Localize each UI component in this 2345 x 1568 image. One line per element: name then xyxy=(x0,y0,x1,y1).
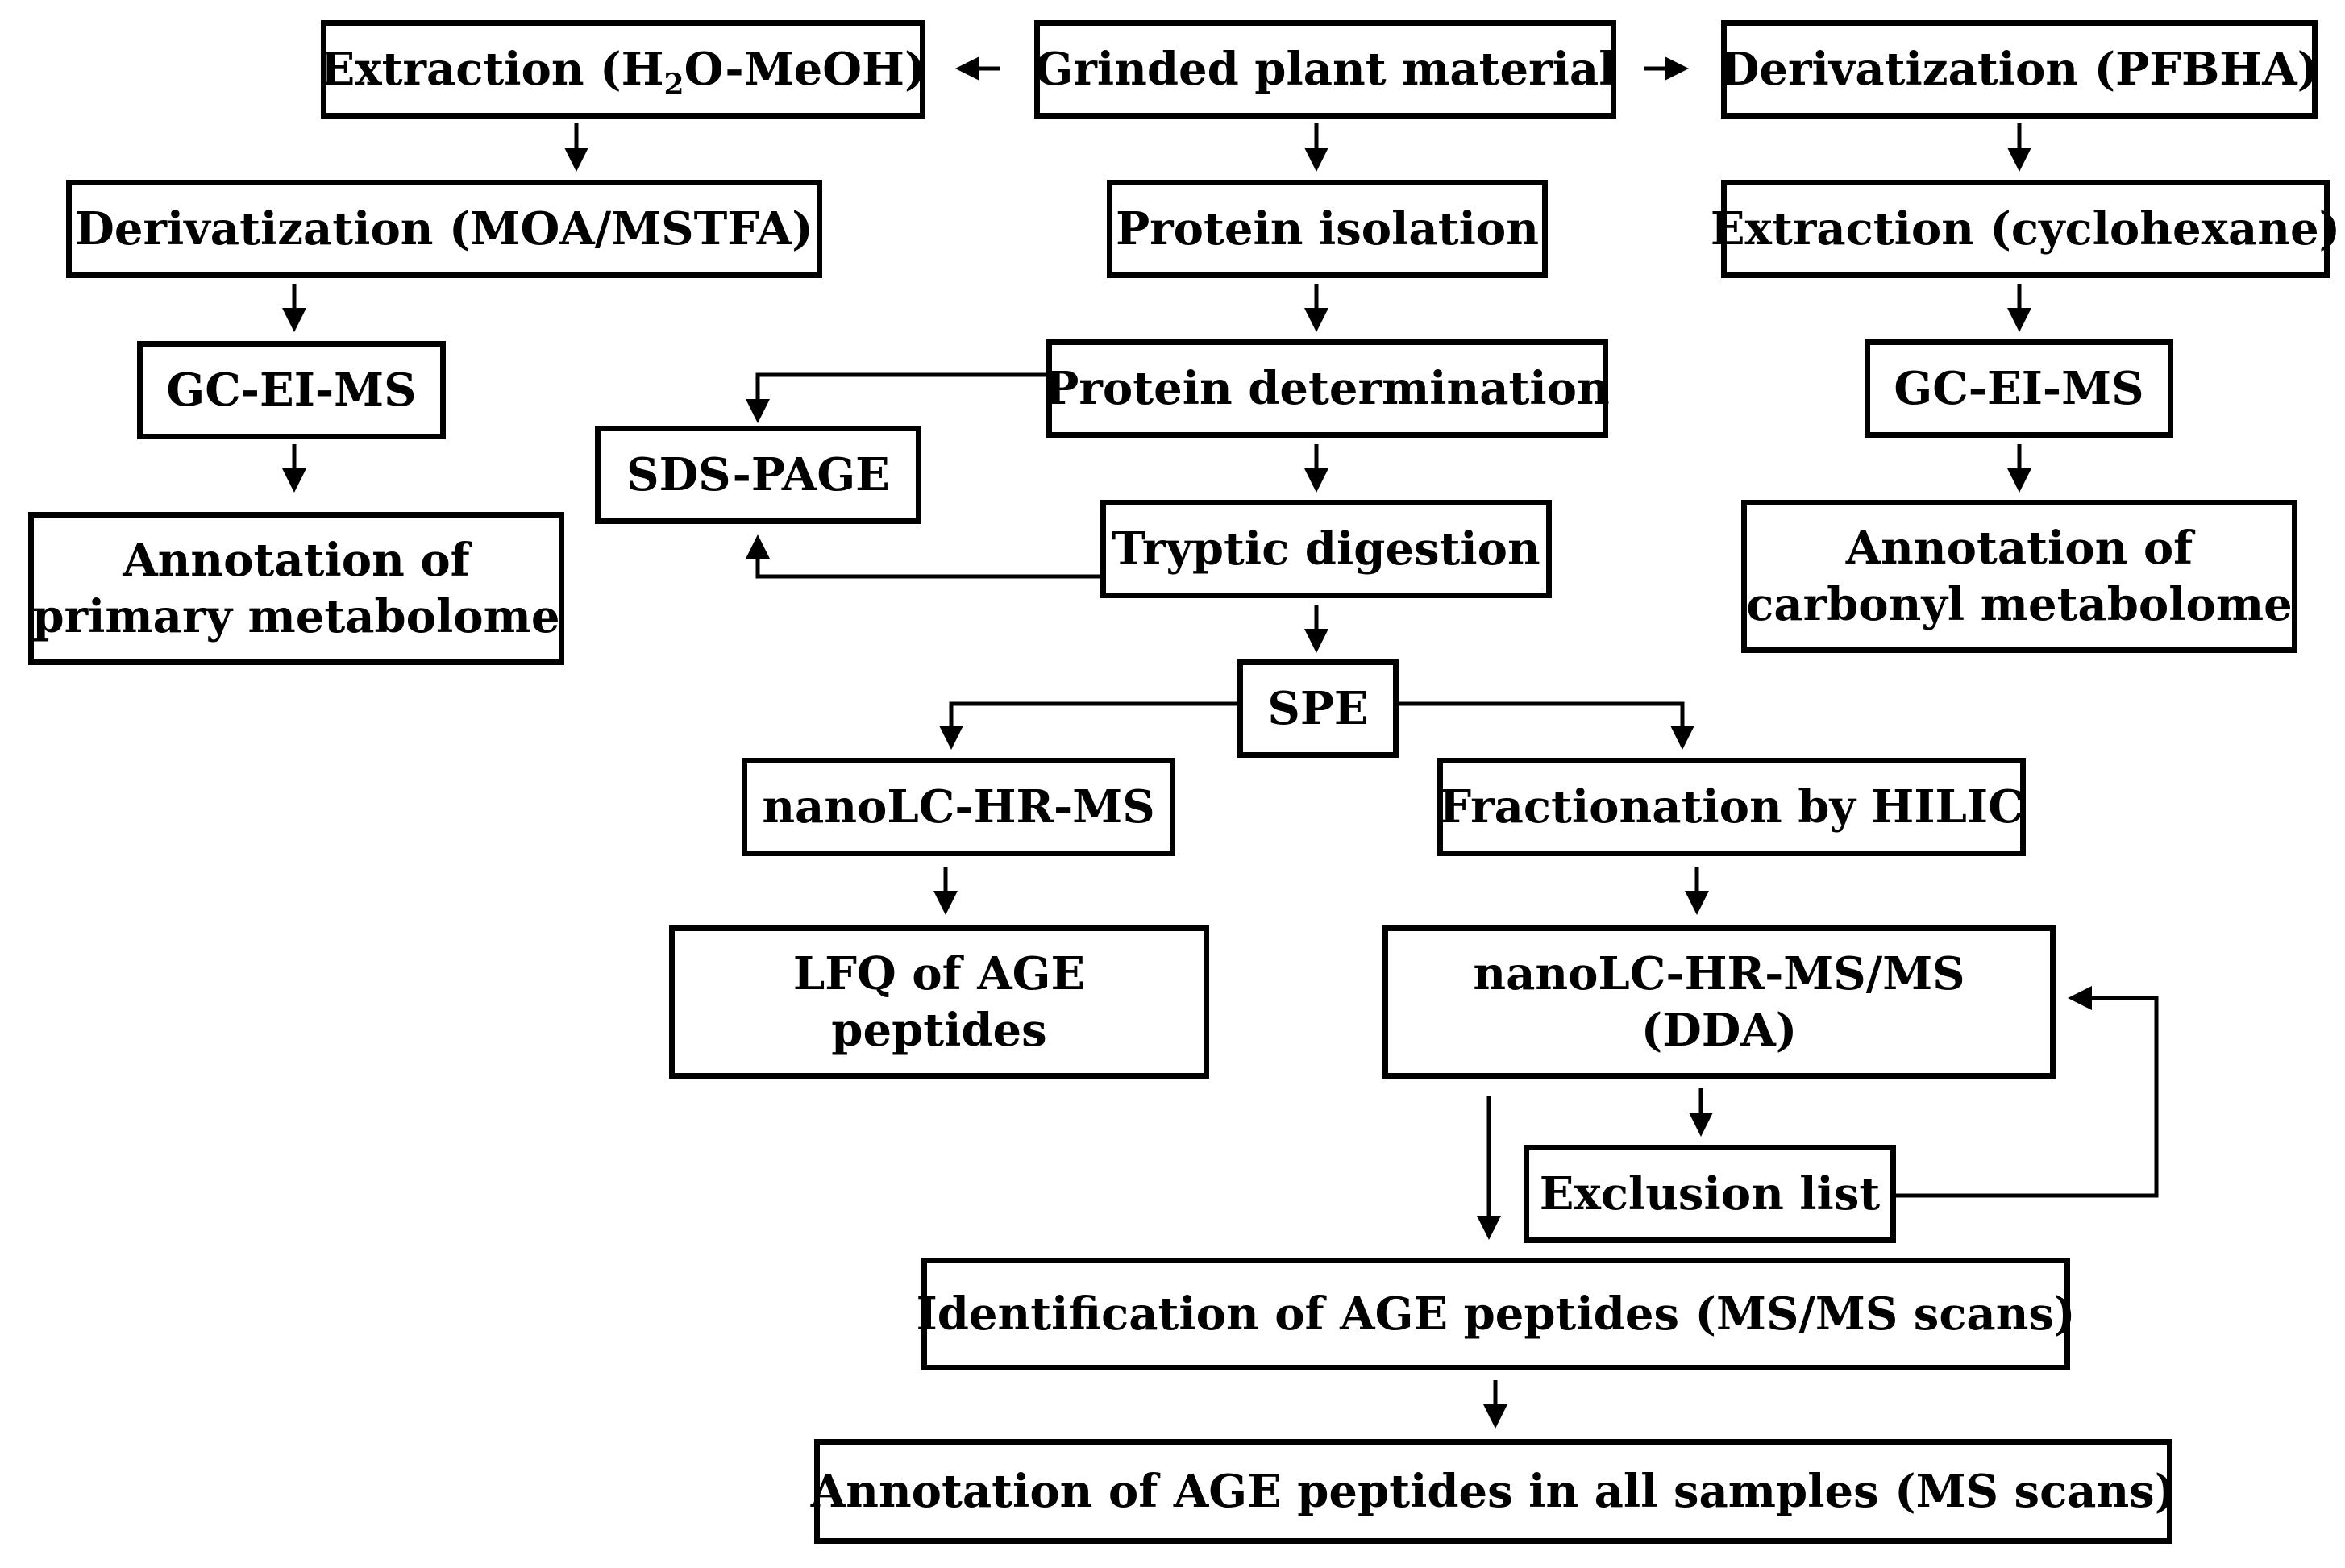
nanolc-hr-ms-box: nanoLC-HR-MS xyxy=(742,758,1175,856)
fractionation-hilic-label: Fractionation by HILIC xyxy=(1439,780,2024,834)
derivatization-pfbha-label: Derivatization (PFBHA) xyxy=(1719,43,2319,96)
annotation-primary-metabolome-box: Annotation of primary metabolome xyxy=(28,512,564,665)
arrow-spe-to-fractionation xyxy=(1399,701,1694,750)
protein-isolation-label: Protein isolation xyxy=(1116,202,1539,256)
gc-ei-ms-left-label: GC-EI-MS xyxy=(166,364,417,417)
nanolc-msms-line-2: (DDA) xyxy=(1640,1004,1798,1057)
exclusion-list-label: Exclusion list xyxy=(1539,1167,1881,1221)
identification-age-peptides-box: Identification of AGE peptides (MS/MS sc… xyxy=(917,1258,2075,1370)
lfq-line-2: peptides xyxy=(831,1004,1047,1057)
lfq-line-1: LFQ of AGE xyxy=(792,947,1086,1000)
nanolc-hr-msms-dda-box: nanoLC-HR-MS/MS (DDA) xyxy=(1382,925,2056,1079)
protein-determination-label: Protein determination xyxy=(1045,362,1610,415)
sds-page-label: SDS-PAGE xyxy=(626,448,890,501)
extraction-cyclohexane-label: Extraction (cyclohexane) xyxy=(1710,202,2341,256)
lfq-age-peptides-box: LFQ of AGE peptides xyxy=(669,925,1209,1079)
gc-ei-ms-right-box: GC-EI-MS xyxy=(1865,339,2173,438)
derivatization-pfbha-box: Derivatization (PFBHA) xyxy=(1719,20,2319,119)
derivatization-moa-mstfa-label: Derivatization (MOA/MSTFA) xyxy=(75,202,813,256)
annotation-carbonyl-line-2: carbonyl metabolome xyxy=(1746,578,2293,631)
annotation-age-all-samples-box: Annotation of AGE peptides in all sample… xyxy=(811,1439,2176,1544)
tryptic-digestion-label: Tryptic digestion xyxy=(1112,522,1540,576)
spe-box: SPE xyxy=(1237,659,1399,758)
nanolc-msms-line-1: nanoLC-HR-MS/MS xyxy=(1473,947,1965,1000)
spe-label: SPE xyxy=(1267,682,1369,735)
exclusion-list-box: Exclusion list xyxy=(1524,1145,1896,1243)
extraction-cyclohexane-box: Extraction (cyclohexane) xyxy=(1711,180,2340,278)
annotation-all-samples-label: Annotation of AGE peptides in all sample… xyxy=(810,1465,2177,1518)
extraction-h2o-meoh-label: Extraction (H2O-MeOH) xyxy=(320,43,926,102)
arrow-determination-to-sds xyxy=(746,372,1046,423)
derivatization-moa-mstfa-box: Derivatization (MOA/MSTFA) xyxy=(66,180,822,278)
grinded-plant-material-box: Grinded plant material xyxy=(1034,20,1616,119)
protein-isolation-box: Protein isolation xyxy=(1107,180,1548,278)
identification-label: Identification of AGE peptides (MS/MS sc… xyxy=(916,1287,2076,1341)
arrow-tryptic-to-sds xyxy=(746,534,1100,579)
annotation-primary-line-2: primary metabolome xyxy=(32,590,560,643)
annotation-primary-line-1: Annotation of xyxy=(123,534,470,587)
sds-page-box: SDS-PAGE xyxy=(595,426,921,524)
arrow-spe-to-nanolc xyxy=(939,701,1237,750)
gc-ei-ms-left-box: GC-EI-MS xyxy=(137,341,446,439)
tryptic-digestion-box: Tryptic digestion xyxy=(1100,500,1552,598)
protein-determination-box: Protein determination xyxy=(1045,339,1610,438)
grinded-plant-material-label: Grinded plant material xyxy=(1034,43,1616,96)
nanolc-hr-ms-label: nanoLC-HR-MS xyxy=(762,780,1155,834)
fractionation-hilic-box: Fractionation by HILIC xyxy=(1437,758,2026,856)
gc-ei-ms-right-label: GC-EI-MS xyxy=(1894,362,2144,415)
annotation-carbonyl-line-1: Annotation of xyxy=(1845,522,2193,575)
extraction-h2o-meoh-box: Extraction (H2O-MeOH) xyxy=(321,20,925,119)
arrow-exclusion-loop-to-msms xyxy=(1896,986,2159,1198)
annotation-carbonyl-metabolome-box: Annotation of carbonyl metabolome xyxy=(1741,500,2297,653)
